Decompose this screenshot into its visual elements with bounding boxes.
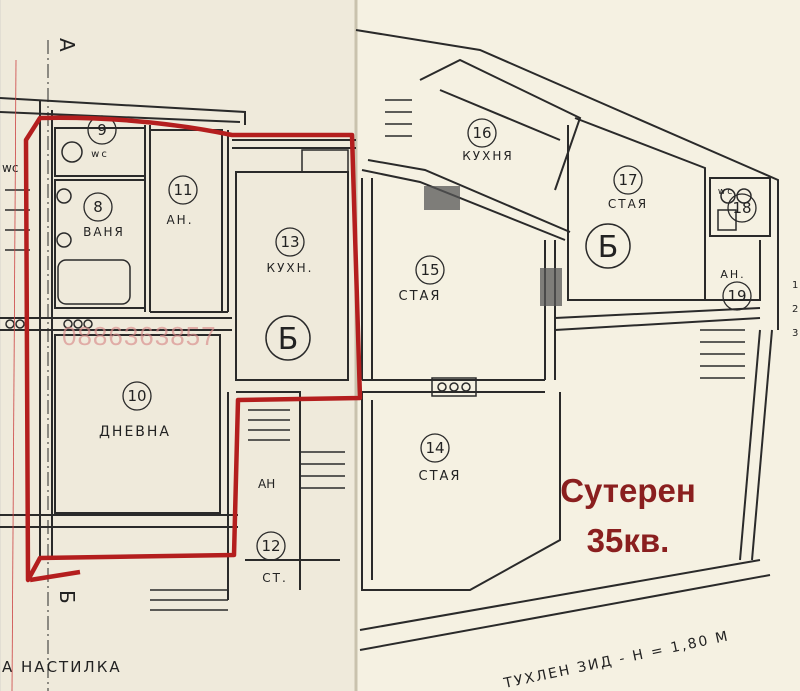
- room-number: 11: [173, 181, 192, 199]
- room-number-circle: [256, 531, 286, 561]
- room-number-circle: [727, 193, 757, 223]
- room-number-circle: [87, 115, 117, 145]
- margin-red-line: [11, 59, 17, 691]
- section-mark-bottom: Б: [55, 590, 79, 604]
- room-number: 10: [127, 387, 146, 405]
- edge-mark-3: 3: [792, 328, 798, 339]
- room-label: wc: [91, 149, 109, 160]
- stairs-top-left: [385, 99, 412, 137]
- room-18: 18 wc: [718, 187, 757, 223]
- room-9: 9 wc: [87, 115, 117, 160]
- room-label: АН.: [166, 213, 193, 227]
- room-19: 19 АН.: [720, 268, 752, 311]
- pillars: [424, 186, 562, 306]
- room-label: СТ.: [262, 571, 288, 585]
- room-number-circle: [613, 165, 643, 195]
- room-number: 17: [618, 171, 637, 189]
- room-number: 15: [420, 261, 439, 279]
- room-number: 13: [280, 233, 299, 251]
- bathtub: [57, 259, 131, 305]
- washer-8: [56, 232, 72, 248]
- radiator-right: [431, 377, 477, 397]
- overlay-title: Сутерен: [560, 472, 696, 509]
- room-number-circle: [275, 227, 305, 257]
- section-mark-top: А: [55, 38, 79, 52]
- edge-mark-1: 1: [792, 280, 798, 291]
- stove-13: [301, 149, 349, 173]
- svg-text:Б: Б: [278, 322, 299, 357]
- room-label: СТАЯ: [608, 197, 648, 211]
- radiator-left: [5, 319, 93, 329]
- room-label: КУХН.: [267, 261, 314, 275]
- room-number-circle: [420, 433, 450, 463]
- highlight-outline: [23, 115, 363, 583]
- room-number-circle: [122, 381, 152, 411]
- highlight-tail: [29, 569, 81, 583]
- room-label: СТАЯ: [399, 289, 442, 304]
- svg-text:Б: Б: [598, 230, 619, 265]
- room-number: 16: [472, 124, 491, 142]
- bottom-left-text: А НАСТИЛКА: [2, 658, 122, 676]
- edge-mark-2: 2: [792, 304, 798, 315]
- watermark-phone: 0886363857: [62, 321, 217, 351]
- room-number: 14: [425, 439, 444, 457]
- room-label: ВАНЯ: [83, 225, 125, 239]
- toilet-9: [61, 141, 83, 163]
- room-number-circle: [415, 255, 445, 285]
- room-number-circle: [467, 118, 497, 148]
- room-number: 12: [261, 537, 280, 555]
- room-label: АН.: [720, 268, 745, 281]
- room-number-circle: [168, 175, 198, 205]
- room-label: КУХНЯ: [462, 149, 513, 163]
- room-number: 19: [727, 287, 746, 305]
- room-number-circle: [722, 281, 752, 311]
- plan-b-mark-right: Б: [585, 223, 631, 269]
- right-walls: [355, 29, 779, 651]
- room-number: 9: [97, 121, 107, 139]
- plan-b-mark-left: Б: [265, 315, 311, 361]
- room-number-circle: [83, 192, 113, 222]
- room-label: wc: [718, 187, 734, 197]
- left-walls: [0, 97, 356, 600]
- sink-8: [56, 188, 72, 204]
- paper-right: [356, 0, 800, 691]
- room-label: СТАЯ: [419, 469, 462, 484]
- room-number: 8: [93, 198, 103, 216]
- stairs-19: [700, 329, 745, 379]
- corridor-label: АН: [258, 477, 275, 491]
- room-number: 18: [732, 199, 751, 217]
- left-cut-label: wc: [2, 161, 18, 175]
- overlay-area: 35кв.: [587, 522, 670, 559]
- room-label: ДНЕВНА: [99, 424, 171, 440]
